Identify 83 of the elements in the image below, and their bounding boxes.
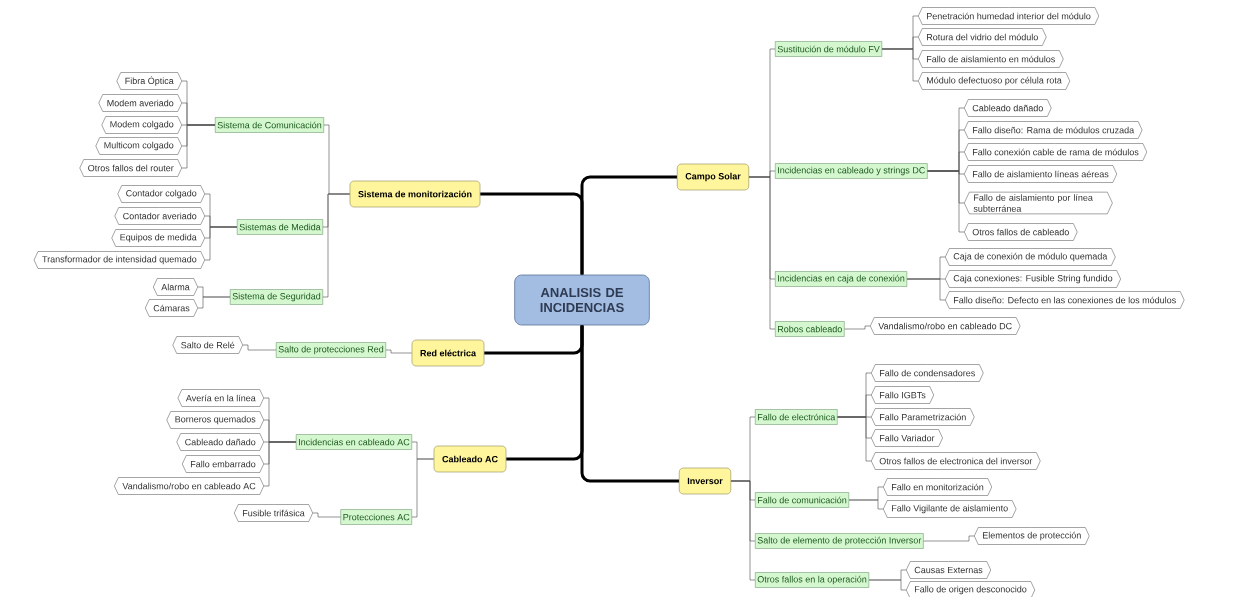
connector-line [837, 416, 872, 462]
item-tag: Borneros quemados [166, 411, 264, 429]
topic-box: Red eléctrica [411, 339, 485, 367]
item-tag: Contador averiado [114, 207, 205, 225]
item-tag: Fallo Vigilante de aislamiento [883, 500, 1017, 518]
item-tag: Vandalismo/robo en cableado AC [114, 477, 264, 495]
topic-box: Campo Solar [676, 163, 750, 191]
connector-line [322, 193, 350, 298]
subtopic-box: Sustitución de módulo FV [775, 41, 883, 57]
item-tag: Fallo Parametrización [871, 408, 975, 426]
item-tag: Fusible trifásica [234, 504, 313, 522]
item-tag: Rotura del vidrio del módulo [918, 28, 1047, 46]
connector-line [312, 512, 341, 518]
connector-line [848, 499, 884, 510]
subtopic-box: Otros fallos en la operación [755, 572, 870, 588]
item-tag: Otros fallos de cableado [964, 223, 1078, 241]
item-tag: Cableado dañado [964, 99, 1052, 117]
item-tag: Fallo embarrado [182, 455, 264, 473]
connector-line [881, 48, 919, 82]
item-tag: Fallo IGBTs [871, 386, 934, 404]
item-tag: Otros fallos de electronica del inversor [871, 452, 1041, 470]
topic-box: Inversor [678, 467, 732, 495]
item-tag: Fallo en monitorización [883, 478, 992, 496]
item-tag: Fallo de aislamiento líneas aéreas [964, 165, 1118, 183]
connector-line [580, 325, 679, 483]
connector-line [385, 349, 412, 354]
item-tag: Fallo diseño: Rama de módulos cruzada [964, 121, 1143, 139]
item-tag: Penetración humedad interior del módulo [918, 7, 1100, 25]
connector-line [730, 480, 756, 581]
subtopic-box: Salto de protecciones Red [275, 342, 386, 358]
subtopic-box: Salto de elemento de protección Inversor [755, 533, 924, 549]
item-tag: Fallo de origen desconocido [906, 581, 1036, 597]
connector-line [242, 344, 277, 351]
item-tag: Modem averiado [98, 94, 182, 112]
connector-line [923, 535, 975, 542]
item-tag: Modem colgado [101, 116, 182, 134]
subtopic-box: Incidencias en cableado AC [295, 434, 412, 450]
item-tag: Fallo diseño: Defecto en las conexiones de los módulos [945, 291, 1185, 309]
connector-line [580, 175, 677, 275]
item-tag: Otros fallos del router [79, 159, 182, 177]
item-tag: Fibra Óptica [116, 72, 182, 90]
subtopic-box: Sistema de Seguridad [229, 289, 323, 305]
item-tag: Cableado dañado [176, 433, 264, 451]
subtopic-box: Incidencias en cableado y strings DC [775, 163, 928, 179]
subtopic-box: Sistema de Comunicación [214, 117, 324, 133]
item-tag: Fallo de aislamiento en módulos [918, 50, 1064, 68]
item-tag: Causas Externas [906, 561, 991, 579]
item-tag: Elementos de protección [974, 527, 1090, 545]
subtopic-box: Incidencias en caja de conexión [775, 271, 908, 287]
item-tag: Fallo de aislamiento por línea subterránea [964, 191, 1113, 215]
subtopic-box: Robos cableado [775, 321, 845, 337]
item-tag: Salto de Relé [172, 336, 243, 354]
item-tag: Equipos de medida [111, 229, 205, 247]
subtopic-box: Sistemas de Medida [236, 219, 323, 235]
connector-line [411, 458, 434, 518]
subtopic-box: Protecciones AC [340, 509, 412, 525]
item-tag: Alarma [153, 278, 198, 296]
item-tag: Avería en la línea [177, 389, 264, 407]
connector-line [868, 579, 907, 591]
connector-line [927, 170, 965, 233]
connector-line [181, 124, 216, 169]
connector-line [748, 176, 776, 330]
subtopic-box: Fallo de comunicación [755, 492, 850, 508]
item-tag: Módulo defectuoso por célula rota [918, 72, 1071, 90]
connector-line [263, 441, 297, 487]
item-tag: Fallo Variador [871, 429, 943, 447]
item-tag: Cámaras [145, 299, 198, 317]
connector-line [906, 278, 946, 301]
item-tag: Caja conexiones: Fusible String fundido [945, 270, 1121, 288]
item-tag: Contador colgado [117, 185, 205, 203]
topic-box: Cableado AC [433, 445, 507, 473]
item-tag: Caja de conexión de módulo quemada [945, 248, 1116, 266]
connector-line [844, 325, 871, 330]
item-tag: Multicom colgado [95, 137, 182, 155]
item-tag: Transformador de intensidad quemado [33, 251, 205, 269]
connector-line [204, 226, 238, 261]
topic-box: Sistema de monitorización [349, 180, 481, 208]
subtopic-box: Fallo de electrónica [755, 409, 838, 425]
central-topic-box: ANALISIS DE INCIDENCIAS [514, 274, 650, 326]
item-tag: Fallo de condensadores [871, 364, 984, 382]
item-tag: Fallo conexión cable de rama de módulos [964, 143, 1148, 161]
connector-line [197, 296, 231, 309]
item-tag: Vandalismo/robo en cableado DC [870, 317, 1021, 335]
